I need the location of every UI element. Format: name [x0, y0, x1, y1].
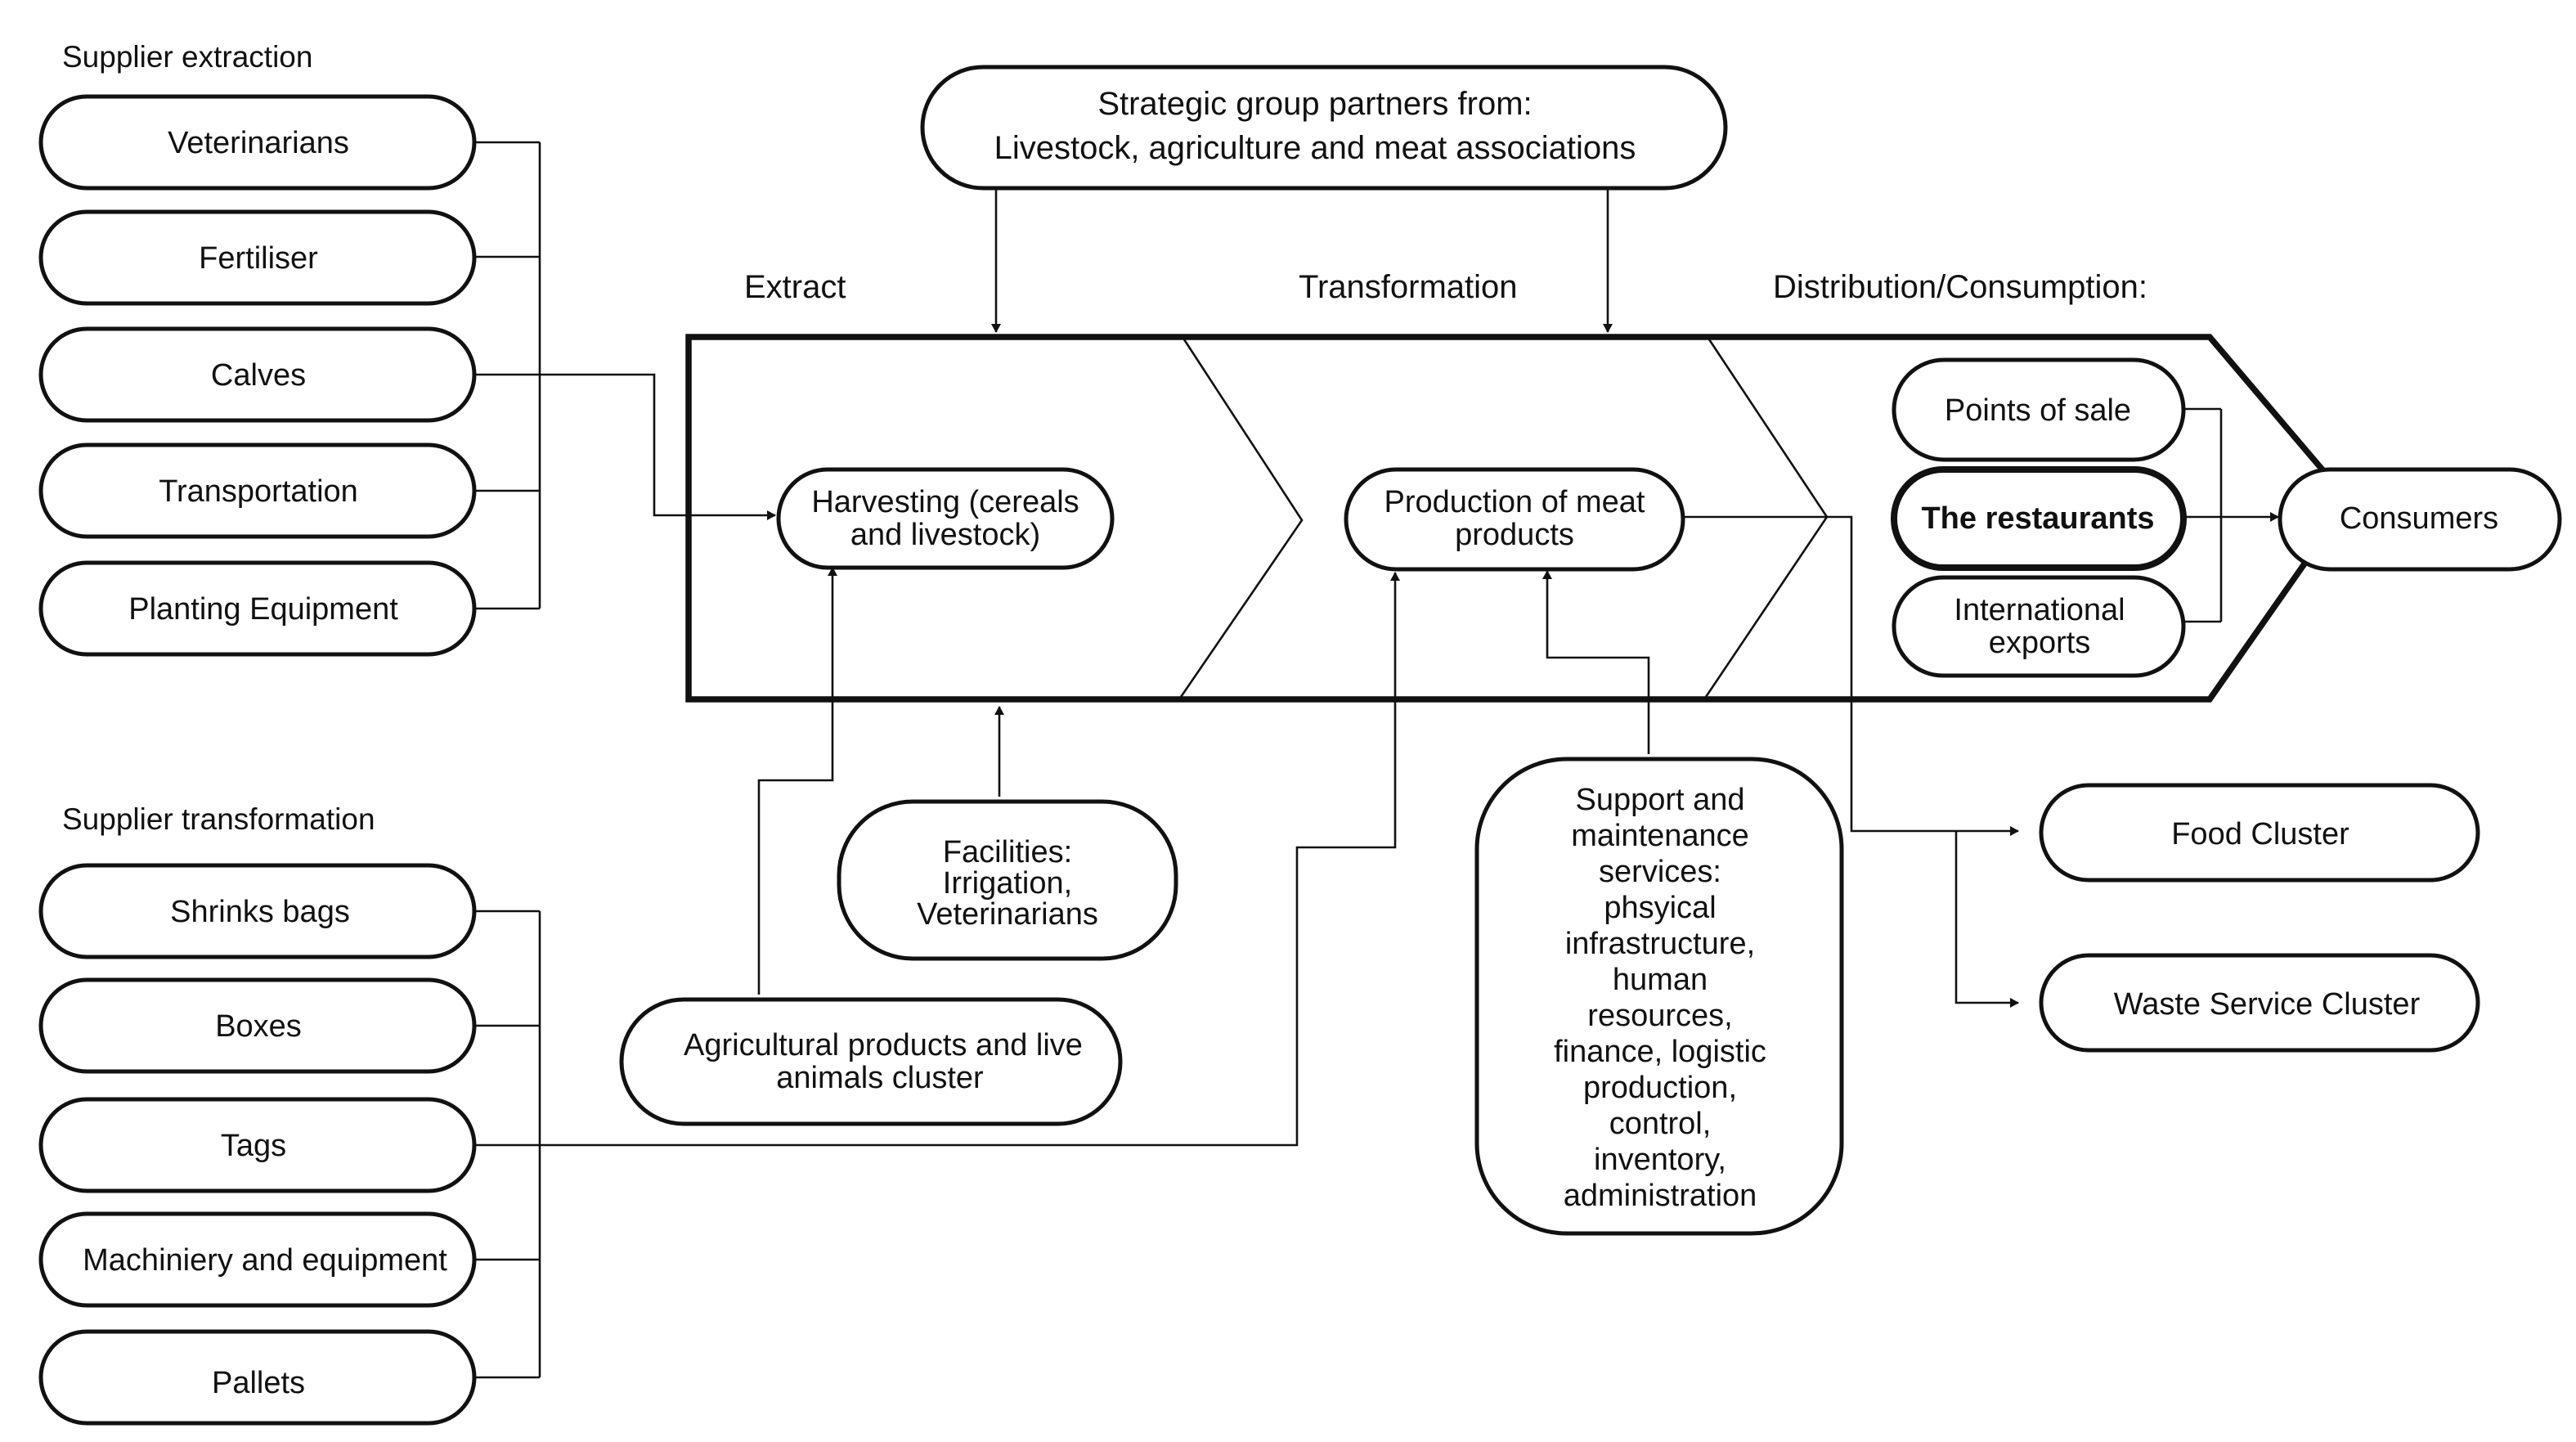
production-line2: products: [1455, 518, 1574, 552]
consumers-node: Consumers: [2278, 467, 2562, 572]
food-cluster-node: Food Cluster: [2039, 783, 2480, 883]
supplier-boxes: Boxes: [38, 977, 477, 1074]
stage-transformation-label: Transformation: [1299, 269, 1518, 305]
supplier-label: Transportation: [159, 474, 358, 509]
chain-divider-1: [1178, 336, 1304, 700]
production-node: Production of meat products: [1344, 467, 1685, 572]
strategic-partners-box: Strategic group partners from: Livestock…: [920, 65, 1728, 191]
to-waste-cluster-arrow: [1954, 831, 2019, 1008]
food-cluster-label: Food Cluster: [2171, 817, 2349, 851]
supplier-label: Shrinks bags: [170, 895, 350, 929]
support-line: production,: [1583, 1071, 1737, 1105]
agricultural-line1: Agricultural products and live: [684, 1028, 1083, 1062]
waste-service-cluster-node: Waste Service Cluster: [2039, 953, 2480, 1053]
strategic-partners-line2: Livestock, agriculture and meat associat…: [994, 130, 1636, 166]
support-line: finance, logistic: [1554, 1035, 1766, 1069]
supplier-extraction-title: Supplier extraction: [62, 40, 312, 74]
supplier-label: Boxes: [215, 1009, 302, 1044]
supplier-calves: Calves: [38, 326, 477, 423]
agricultural-line2: animals cluster: [776, 1061, 984, 1095]
supplier-transportation: Transportation: [38, 442, 477, 539]
facilities-node: Facilities: Irrigation, Veterinarians: [837, 799, 1178, 961]
supplier-planting-equipment: Planting Equipment: [38, 560, 477, 657]
stage-distribution-label: Distribution/Consumption:: [1773, 269, 2147, 305]
consumers-label: Consumers: [2340, 501, 2498, 536]
supplier-tags: Tags: [38, 1097, 477, 1193]
restaurants-label: The restaurants: [1921, 501, 2154, 536]
support-line: phsyical: [1604, 891, 1716, 925]
agricultural-cluster-node: Agricultural products and live animals c…: [619, 997, 1123, 1126]
chain-divider-2: [1703, 336, 1829, 700]
production-to-clusters-line: [1667, 515, 2019, 836]
support-line: human: [1613, 963, 1708, 997]
support-services-text: Support and maintenance services: phsyic…: [1554, 783, 1766, 1213]
facilities-line2: Irrigation,: [943, 866, 1072, 901]
support-line: infrastructure,: [1565, 927, 1755, 961]
supplier-label: Pallets: [212, 1366, 305, 1400]
supplier-shrinks-bags: Shrinks bags: [38, 863, 477, 959]
international-line2: exports: [1989, 626, 2091, 660]
support-line: control,: [1609, 1107, 1712, 1141]
restaurants-node: The restaurants: [1891, 466, 2187, 571]
harvesting-node: Harvesting (cereals and livestock): [776, 467, 1115, 570]
supplier-label: Tags: [221, 1129, 286, 1163]
supplier-label: Calves: [211, 358, 306, 393]
facilities-line1: Facilities:: [943, 835, 1072, 869]
calves-to-harvesting-arrow: [474, 373, 776, 520]
support-to-production-arrow: [1542, 570, 1650, 754]
strategic-partners-line1: Strategic group partners from:: [1097, 86, 1532, 122]
harvesting-line1: Harvesting (cereals: [811, 485, 1079, 519]
supplier-label: Planting Equipment: [128, 592, 398, 627]
support-services-node: Support and maintenance services: phsyic…: [1474, 757, 1844, 1236]
supplier-extraction-list: Veterinarians Fertiliser Calves Transpor…: [38, 94, 477, 657]
waste-cluster-label: Waste Service Cluster: [2114, 987, 2421, 1022]
supplier-label: Fertiliser: [199, 241, 318, 276]
production-line1: Production of meat: [1384, 485, 1645, 519]
supplier-pallets: Pallets: [38, 1329, 477, 1426]
harvesting-line2: and livestock): [850, 518, 1040, 552]
tags-to-production-arrow: [474, 572, 1400, 1147]
international-line1: International: [1954, 593, 2125, 627]
stage-extract-label: Extract: [744, 269, 846, 305]
supplier-transformation-title: Supplier transformation: [62, 802, 375, 836]
support-line: resources,: [1587, 999, 1732, 1033]
supplier-transformation-list: Shrinks bags Boxes Tags Machiniery and e…: [38, 863, 477, 1426]
supplier-veterinarians: Veterinarians: [38, 94, 477, 191]
support-line: Support and: [1575, 783, 1744, 817]
agricultural-to-harvesting-arrow: [757, 567, 837, 995]
points-of-sale-node: Points of sale: [1892, 357, 2186, 462]
international-exports-node: International exports: [1892, 575, 2186, 678]
supplier-machinery-equipment: Machiniery and equipment: [38, 1211, 477, 1308]
supplier-label: Machiniery and equipment: [83, 1243, 447, 1278]
support-line: services:: [1599, 855, 1721, 889]
supplier-fertiliser: Fertiliser: [38, 209, 477, 306]
support-line: inventory,: [1594, 1143, 1726, 1177]
support-line: administration: [1564, 1179, 1757, 1213]
connectors: [474, 141, 2279, 1379]
points-of-sale-label: Points of sale: [1945, 393, 2131, 428]
supplier-label: Veterinarians: [168, 126, 349, 160]
value-chain-arrow: [685, 334, 2353, 703]
support-line: maintenance: [1571, 819, 1749, 853]
facilities-line3: Veterinarians: [917, 897, 1098, 932]
